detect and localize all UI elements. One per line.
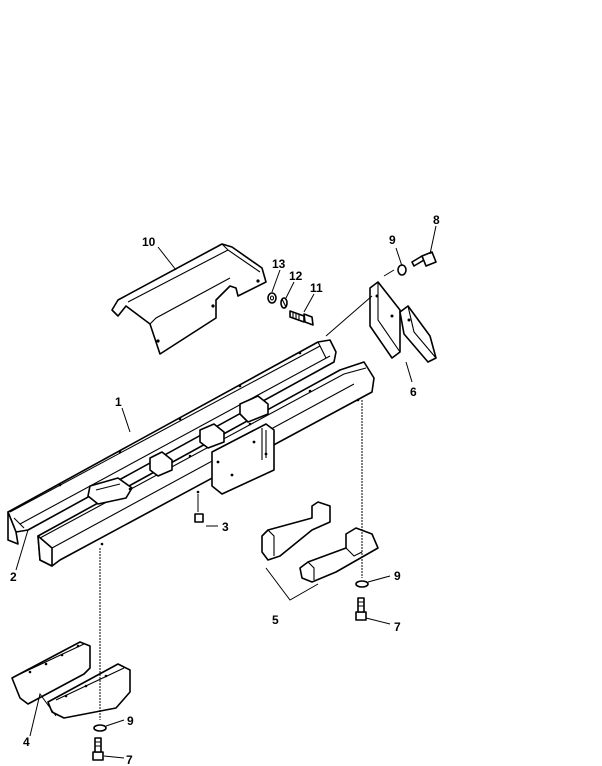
callout-9-front: 9 [394,569,401,583]
washer [355,580,369,588]
washer [93,724,107,732]
spring-washer [280,297,288,309]
callout-13: 13 [272,257,286,271]
assembly-lines [99,269,395,720]
callout-5: 5 [272,613,279,627]
callout-10: 10 [142,235,156,249]
callout-3: 3 [222,520,229,534]
nut [194,513,204,523]
callouts: 1 2 3 4 5 6 7 7 8 9 9 9 10 11 12 13 [10,213,440,766]
bolt [411,251,437,267]
washer [397,264,407,276]
mount-plate-pair [369,281,437,363]
washer [267,292,277,304]
callout-4: 4 [23,735,30,749]
cover-plate [111,243,267,355]
bolt [355,597,367,621]
bolt [289,310,314,326]
callout-6: 6 [410,385,417,399]
rear-bracket-pair [11,641,131,719]
callout-9-top: 9 [389,233,396,247]
bolt [92,737,104,761]
callout-8: 8 [433,213,440,227]
slot-end [13,517,25,529]
callout-7-front: 7 [394,620,401,634]
front-bracket-pair [261,501,379,583]
leader-lines [15,225,437,759]
frame-beam-assembly [7,339,375,567]
callout-7-rear: 7 [126,753,133,766]
callout-2: 2 [10,570,17,584]
callout-12: 12 [289,269,303,283]
callout-11: 11 [310,281,323,295]
callout-1: 1 [115,395,122,409]
callout-9-rear: 9 [127,714,134,728]
